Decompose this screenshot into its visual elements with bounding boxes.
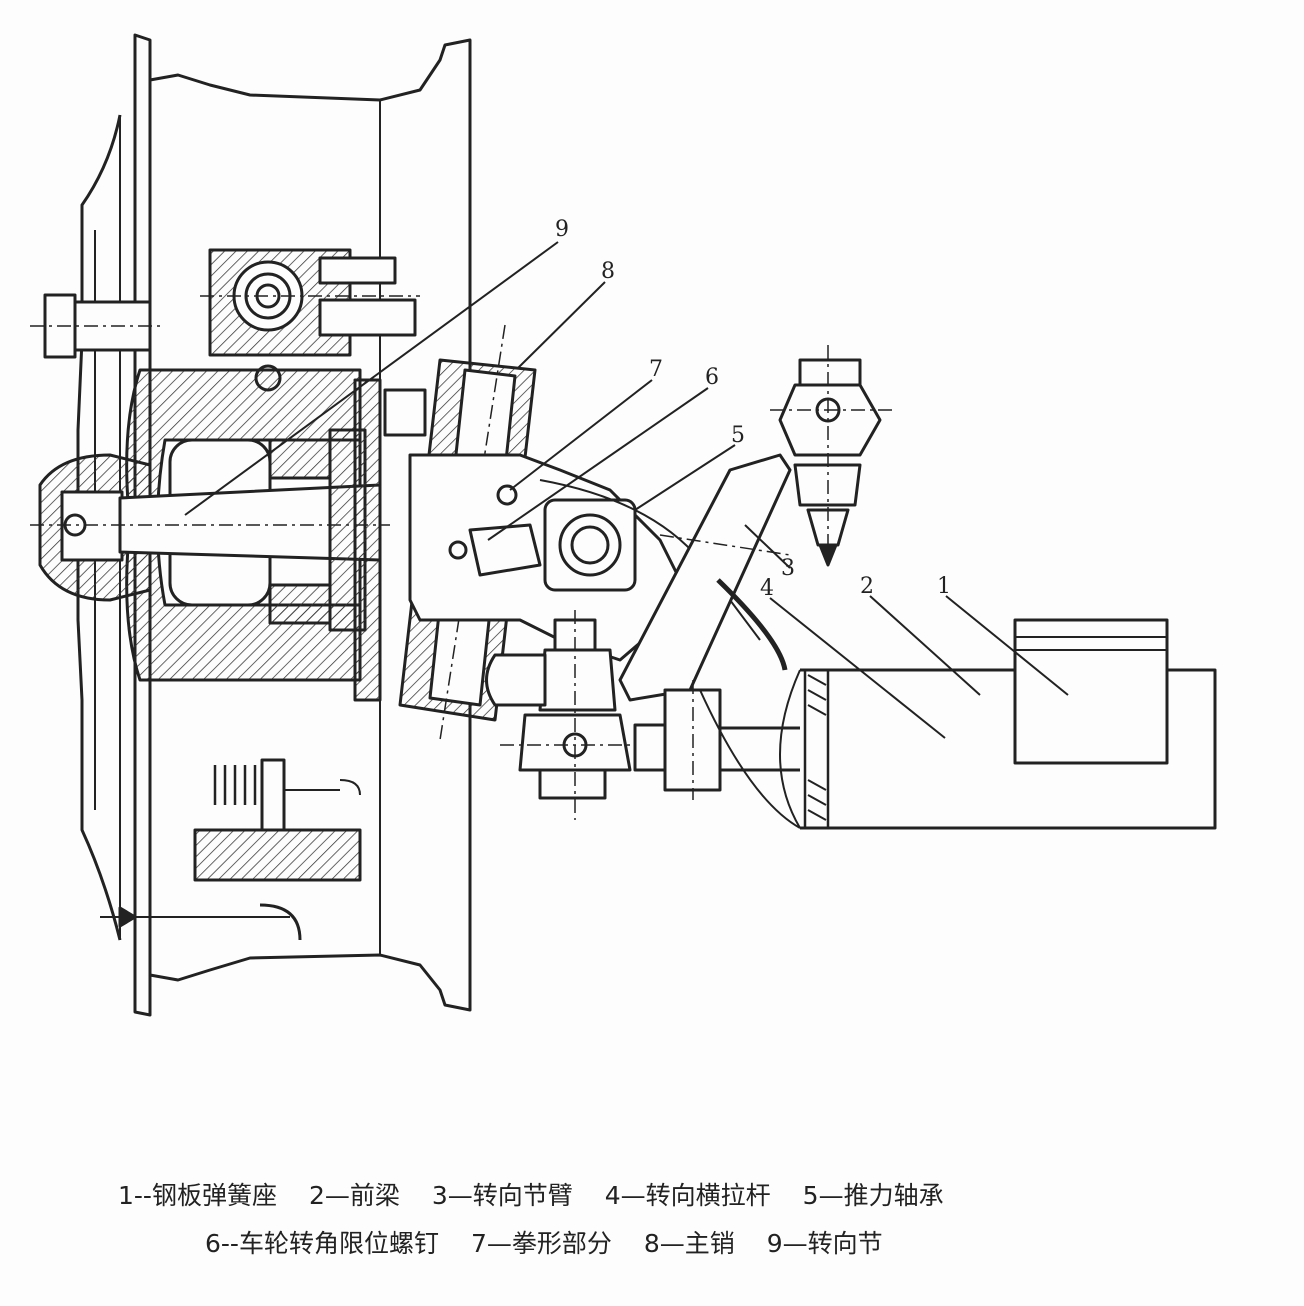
wheel-nut [30,293,160,359]
leader-8 [517,281,606,369]
callout-7: 7 [649,357,663,382]
caption-item-5: 5—推力轴承 [802,1181,944,1210]
caption-item-6: 6--车轮转角限位螺钉 [205,1229,439,1258]
caption-item-8: 8—主销 [643,1229,735,1258]
callout-3: 3 [781,556,795,581]
leader-2 [869,595,981,696]
brake-cylinder [200,248,420,392]
flange-bolt [383,388,427,437]
caption-item-2: 2—前梁 [308,1181,400,1210]
caption-item-4: 4—转向横拉杆 [604,1181,771,1210]
callout-2: 2 [860,574,874,599]
brake-spring [213,758,361,832]
caption-item-9: 9—转向节 [766,1229,883,1258]
ball-joint-lower [485,610,660,820]
figure-caption: 1--钢板弹簧座 2—前梁 3—转向节臂 4—转向横拉杆 5—推力轴承 6--车… [0,1172,1304,1268]
caption-item-7: 7—拳形部分 [470,1229,612,1258]
steering-knuckle-body [408,453,761,662]
callout-8: 8 [601,259,615,284]
caption-item-3: 3—转向节臂 [431,1181,573,1210]
leader-lines [184,241,1069,739]
caption-line-2: 6--车轮转角限位螺钉 7—拳形部分 8—主销 9—转向节 [0,1220,1304,1268]
caption-item-1: 1--钢板弹簧座 [118,1181,277,1210]
callout-numbers: 9 8 7 6 5 3 4 2 1 [555,217,951,601]
leader-1 [945,595,1069,696]
valve-stem [100,903,302,941]
leader-3 [744,524,791,569]
beam-fillet [716,578,788,671]
callout-5: 5 [731,423,745,448]
ball-joint-upper [770,345,895,567]
diagram-drawing: 9 8 7 6 5 3 4 2 1 [30,33,1217,1017]
callout-6: 6 [705,365,719,390]
callout-9: 9 [555,217,569,242]
leader-7 [509,379,653,491]
spring-seat [1013,618,1169,765]
leader-5 [634,444,736,511]
knuckle-flange [353,378,382,702]
leader-4 [769,597,946,739]
callout-1: 1 [937,574,951,599]
caption-line-1: 1--钢板弹簧座 2—前梁 3—转向节臂 4—转向横拉杆 5—推力轴承 [0,1172,1304,1220]
callout-4: 4 [760,576,774,601]
leader-6 [487,387,709,541]
brake-shoe [193,828,362,882]
leader-9 [184,241,559,516]
